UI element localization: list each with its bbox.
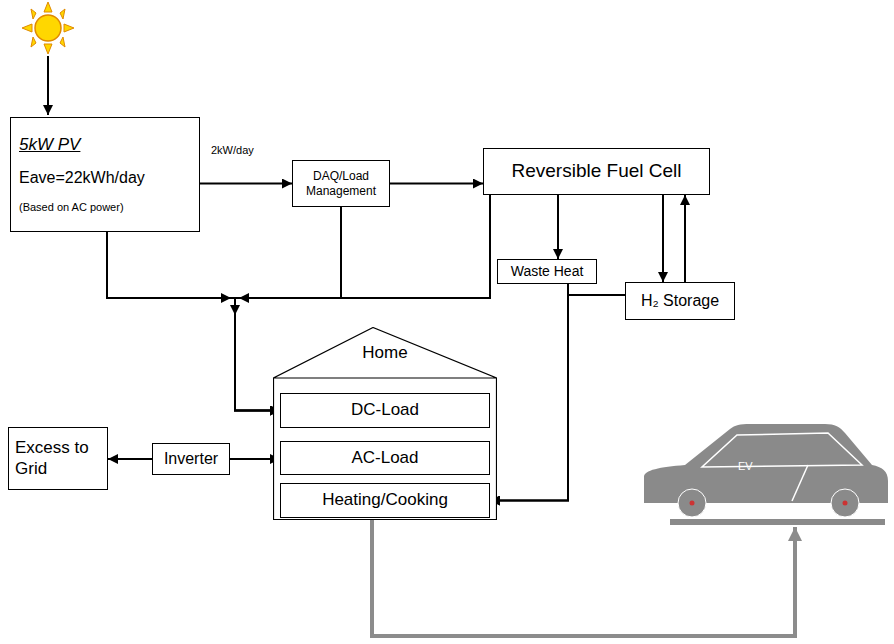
- box-label: AC-Load: [351, 448, 418, 468]
- process-box: DAQ/Load Management: [292, 160, 390, 207]
- flow-arrow: [108, 458, 152, 460]
- car-label: EV: [738, 460, 753, 473]
- storage-box: H₂ Storage: [625, 282, 735, 320]
- load-box: DC-Load: [280, 393, 490, 428]
- process-box: Reversible Fuel Cell: [483, 148, 710, 195]
- flow-arrow: [230, 458, 280, 460]
- note-text: (Based on AC power): [19, 201, 124, 214]
- box-title: 5kW PV: [19, 135, 80, 155]
- box-label: DAQ/Load Management: [297, 169, 385, 198]
- box-label: Inverter: [164, 449, 218, 468]
- load-box: Heating/Cooking: [280, 483, 490, 518]
- flow-arrow: [490, 284, 568, 501]
- flow-arrow: [490, 295, 625, 501]
- box-label: Heating/Cooking: [322, 490, 448, 510]
- box-label: Reversible Fuel Cell: [511, 160, 681, 183]
- flow-arrow: [684, 195, 686, 282]
- ev-car: EV: [640, 415, 890, 527]
- box-label: Excess to Grid: [15, 438, 93, 479]
- car-shape: [640, 415, 890, 527]
- flow-arrow: [390, 183, 483, 185]
- box-label: DC-Load: [351, 400, 419, 420]
- sunlight-arrow: [47, 56, 49, 115]
- charging-line: [372, 520, 795, 636]
- house-title: Home: [273, 343, 497, 363]
- flow-arrow: [200, 183, 292, 185]
- box-label: H₂ Storage: [641, 291, 719, 310]
- flow-arrow: [557, 195, 559, 259]
- house-outline: HomeDC-LoadAC-LoadHeating/Cooking: [273, 327, 497, 520]
- sun-icon: [22, 2, 74, 54]
- edge-label: 2kW/day: [210, 144, 255, 156]
- inverter-box: Inverter: [152, 443, 230, 475]
- box-label: Waste Heat: [511, 263, 584, 280]
- energy-value: Eave=22kWh/day: [19, 168, 145, 187]
- load-box: AC-Load: [280, 441, 490, 475]
- flow-arrow: [662, 195, 664, 282]
- process-box: Waste Heat: [497, 259, 597, 284]
- pv-array-box: 5kW PV Eave=22kWh/day (Based on AC power): [10, 117, 200, 232]
- grid-box: Excess to Grid: [8, 427, 108, 490]
- flow-arrow: [107, 232, 280, 411]
